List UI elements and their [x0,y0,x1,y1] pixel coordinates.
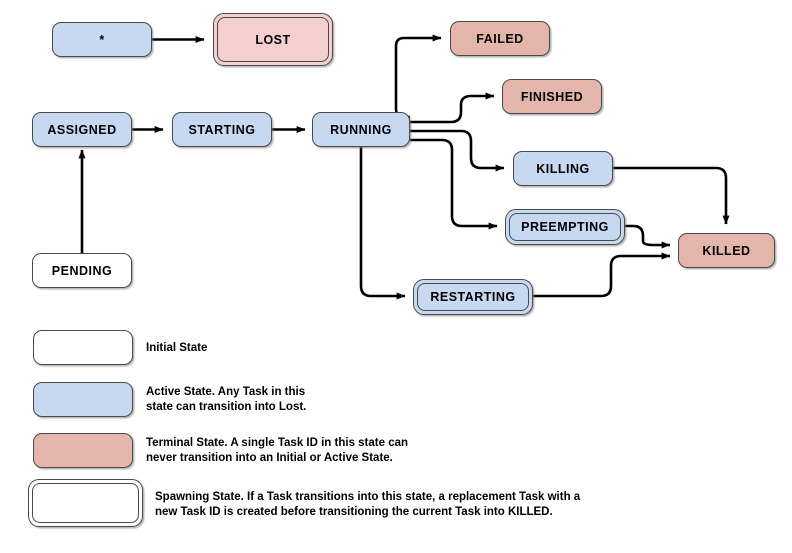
edge-killing-to-killed [613,166,730,225]
state-label-running: RUNNING [330,122,392,137]
state-node-running[interactable]: RUNNING [312,112,410,147]
legend-text-terminal-line1: Terminal State. A single Task ID in this… [146,437,409,449]
state-node-finished[interactable]: FINISHED [502,79,602,114]
state-label-preempting: PREEMPTING [521,220,609,234]
edge-preempting-to-killed [625,224,671,249]
legend-text-terminal-line2: never transition into an Initial or Acti… [146,452,393,464]
state-label-killing: KILLING [536,161,590,176]
legend-swatch-spawning [28,479,143,527]
edge-running-to-finished [410,92,495,124]
state-label-assigned: ASSIGNED [47,122,117,137]
legend-swatch-active [33,382,133,417]
state-label-failed: FAILED [476,31,524,46]
state-label-killed: KILLED [702,243,751,258]
state-node-killed[interactable]: KILLED [678,233,775,268]
edge-restarting-to-killed [533,252,671,298]
state-label-any: * [99,32,105,47]
state-node-any[interactable]: * [52,22,152,57]
state-node-restarting[interactable]: RESTARTING [413,279,533,315]
state-node-assigned[interactable]: ASSIGNED [32,112,132,147]
state-label-pending: PENDING [51,263,113,278]
edge-running-to-restarting [359,147,406,300]
edge-running-to-failed [394,34,442,119]
state-node-lost-inner-border [217,17,329,62]
state-label-restarting: RESTARTING [430,290,516,304]
state-node-preempting[interactable]: PREEMPTING [505,209,625,245]
state-node-restarting-inner-border [417,283,529,311]
state-label-finished: FINISHED [520,89,584,104]
legend-text-initial-line1: Initial State [146,342,208,354]
state-label-starting: STARTING [188,122,256,137]
state-node-killing[interactable]: KILLING [513,151,613,186]
edge-running-to-killing [410,129,505,172]
state-node-starting[interactable]: STARTING [172,112,272,147]
edge-running-to-preempting [410,138,498,230]
legend-swatch-terminal [33,433,133,468]
legend-swatch-initial [33,330,133,365]
legend-text-spawning-line2: new Task ID is created before transition… [155,506,553,518]
legend-text-active-line2: state can transition into Lost. [146,401,307,413]
state-node-lost[interactable]: LOST [213,13,333,66]
state-node-pending[interactable]: PENDING [32,253,132,288]
state-node-preempting-inner-border [509,213,621,241]
legend-text-active-line1: Active State. Any Task in this [146,386,306,398]
state-label-lost: LOST [255,32,291,47]
legend-text-spawning-line1: Spawning State. If a Task transitions in… [155,491,581,503]
legend-swatch-spawning-inner-border [32,483,139,523]
state-node-failed[interactable]: FAILED [450,21,550,56]
